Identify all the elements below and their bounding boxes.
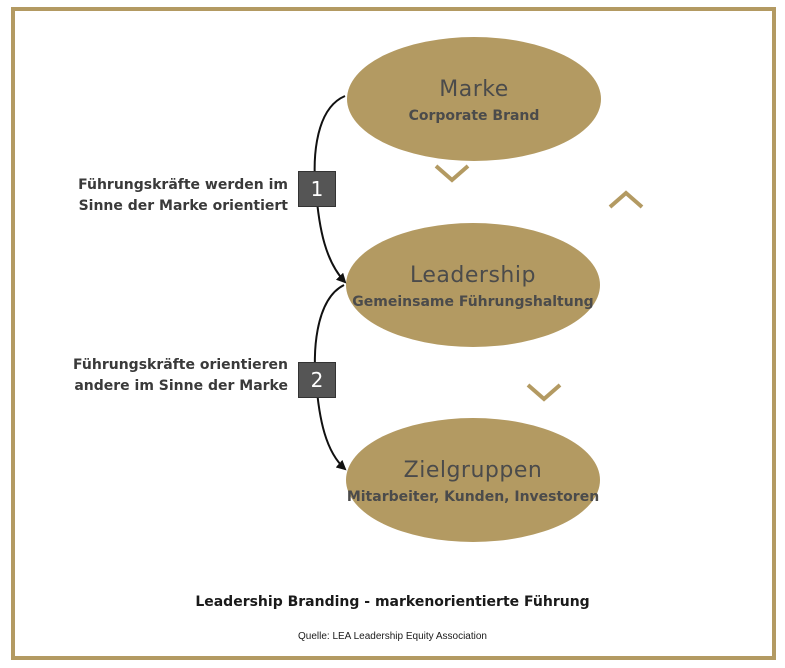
node-title: Zielgruppen: [403, 458, 543, 483]
step-1-badge: 1: [298, 171, 336, 207]
step-2-label: Führungskräfte orientieren andere im Sin…: [8, 355, 288, 397]
diagram-caption: Leadership Branding - markenorientierte …: [195, 594, 590, 610]
node-title: Leadership: [410, 263, 536, 288]
node-subtitle: Corporate Brand: [408, 108, 540, 124]
node-title: Marke: [439, 77, 509, 102]
node-leadership: Leadership Gemeinsame Führungshaltung: [346, 223, 600, 347]
step-2-badge: 2: [298, 362, 336, 398]
node-subtitle: Mitarbeiter, Kunden, Investoren: [346, 489, 600, 505]
step-label-line: andere im Sinne der Marke: [74, 378, 288, 394]
step-label-line: Führungskräfte werden im: [78, 177, 288, 193]
step-label-line: Sinne der Marke orientiert: [78, 198, 288, 214]
step-label-line: Führungskräfte orientieren: [73, 357, 288, 373]
node-subtitle: Gemeinsame Führungshaltung: [352, 294, 594, 310]
node-zielgruppen: Zielgruppen Mitarbeiter, Kunden, Investo…: [346, 418, 600, 542]
source-note: Quelle: LEA Leadership Equity Associatio…: [297, 631, 487, 642]
node-marke: Marke Corporate Brand: [347, 37, 601, 161]
step-1-label: Führungskräfte werden im Sinne der Marke…: [8, 175, 288, 217]
